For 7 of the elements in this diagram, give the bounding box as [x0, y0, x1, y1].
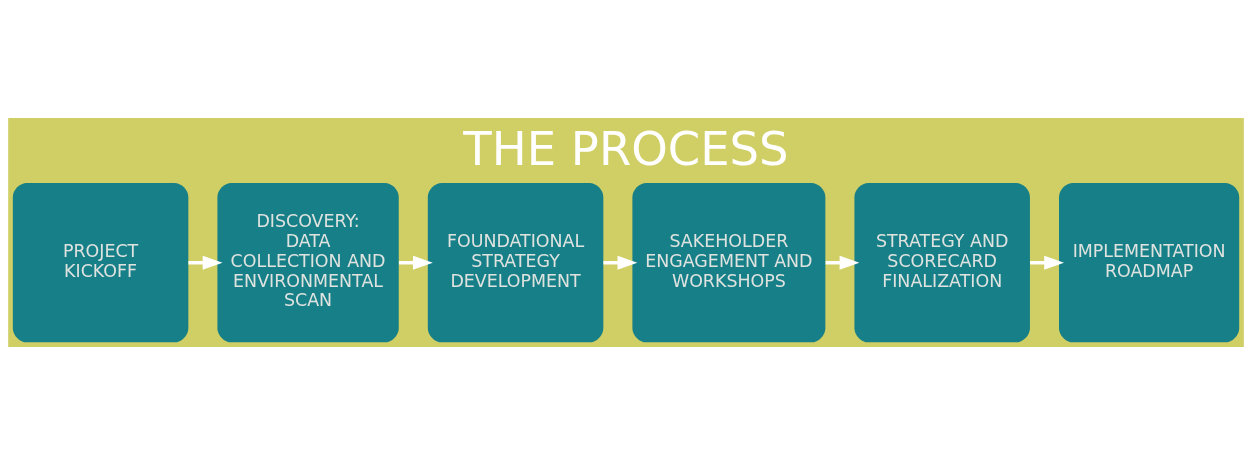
diagram-title: THE PROCESS: [463, 121, 789, 175]
node-box: DISCOVERY: DATA COLLECTION AND ENVIRONMENTAL SCAN: [217, 182, 399, 342]
node-box: IMPLEMENTATION ROADMAP: [1059, 182, 1240, 342]
node-box: PROJECT KICKOFF: [12, 182, 189, 342]
node-box: FOUNDATIONAL STRATEGY DEVELOPMENT: [427, 182, 604, 342]
node-box: SAKEHOLDER ENGAGEMENT AND WORKSHOPS: [632, 182, 826, 342]
node-box: STRATEGY AND SCORECARD FINALIZATION: [854, 182, 1030, 342]
